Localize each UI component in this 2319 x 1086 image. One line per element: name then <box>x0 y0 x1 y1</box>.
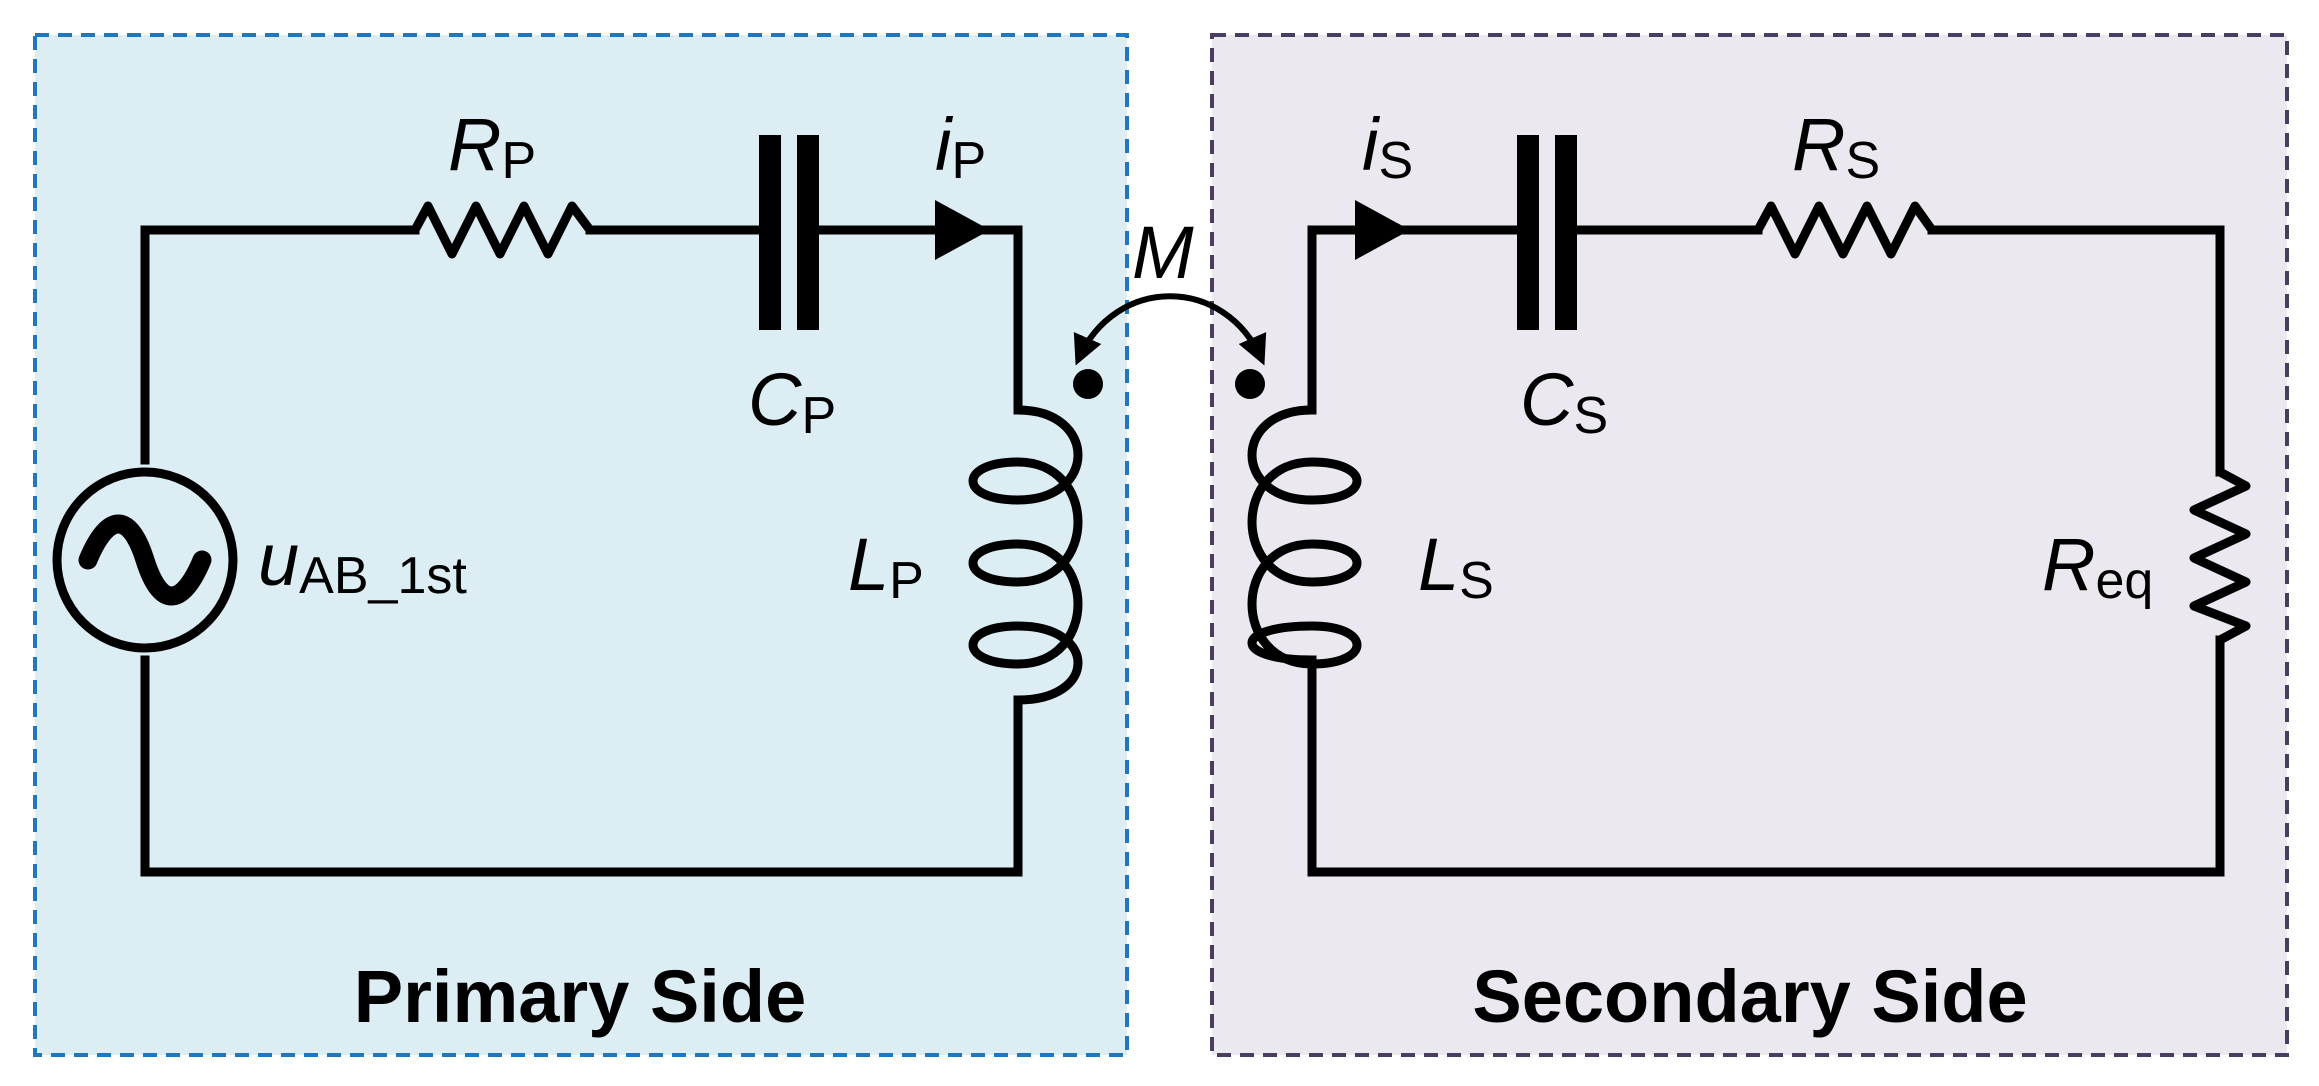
coupling-label: M <box>1132 211 1194 294</box>
secondary-wires <box>1307 225 2225 877</box>
primary-side-panel <box>33 33 1129 1057</box>
ac-source <box>52 467 238 653</box>
secondary-side-panel <box>1210 33 2289 1057</box>
primary-capacitor-label: CP <box>748 358 836 445</box>
secondary-inductor <box>1247 405 1362 669</box>
primary-capacitor <box>759 135 819 330</box>
secondary-current-label: iS <box>1362 103 1413 190</box>
secondary-capacitor-label: CS <box>1520 358 1608 445</box>
primary-current-label: iP <box>935 103 986 190</box>
mutual-coupling-arrow <box>1073 293 1267 366</box>
source-label: uAB_1st <box>258 518 467 605</box>
secondary-resistor-label: RS <box>1792 103 1880 190</box>
primary-side-title: Primary Side <box>354 955 806 1038</box>
primary-wires <box>140 225 1023 877</box>
secondary-current-arrow <box>1355 200 1410 260</box>
primary-inductor-label: LP <box>848 523 924 610</box>
secondary-side-title: Secondary Side <box>1472 955 2027 1038</box>
secondary-inductor-label: LS <box>1418 523 1494 610</box>
load-resistor <box>2189 467 2251 645</box>
primary-inductor <box>968 405 1083 705</box>
primary-current-arrow <box>935 200 990 260</box>
primary-resistor <box>410 201 595 259</box>
secondary-resistor <box>1753 201 1937 259</box>
secondary-capacitor <box>1517 135 1577 330</box>
primary-polarity-dot <box>1073 369 1103 399</box>
secondary-polarity-dot <box>1235 369 1265 399</box>
primary-resistor-label: RP <box>448 103 536 190</box>
load-resistor-label: Req <box>2042 523 2153 610</box>
